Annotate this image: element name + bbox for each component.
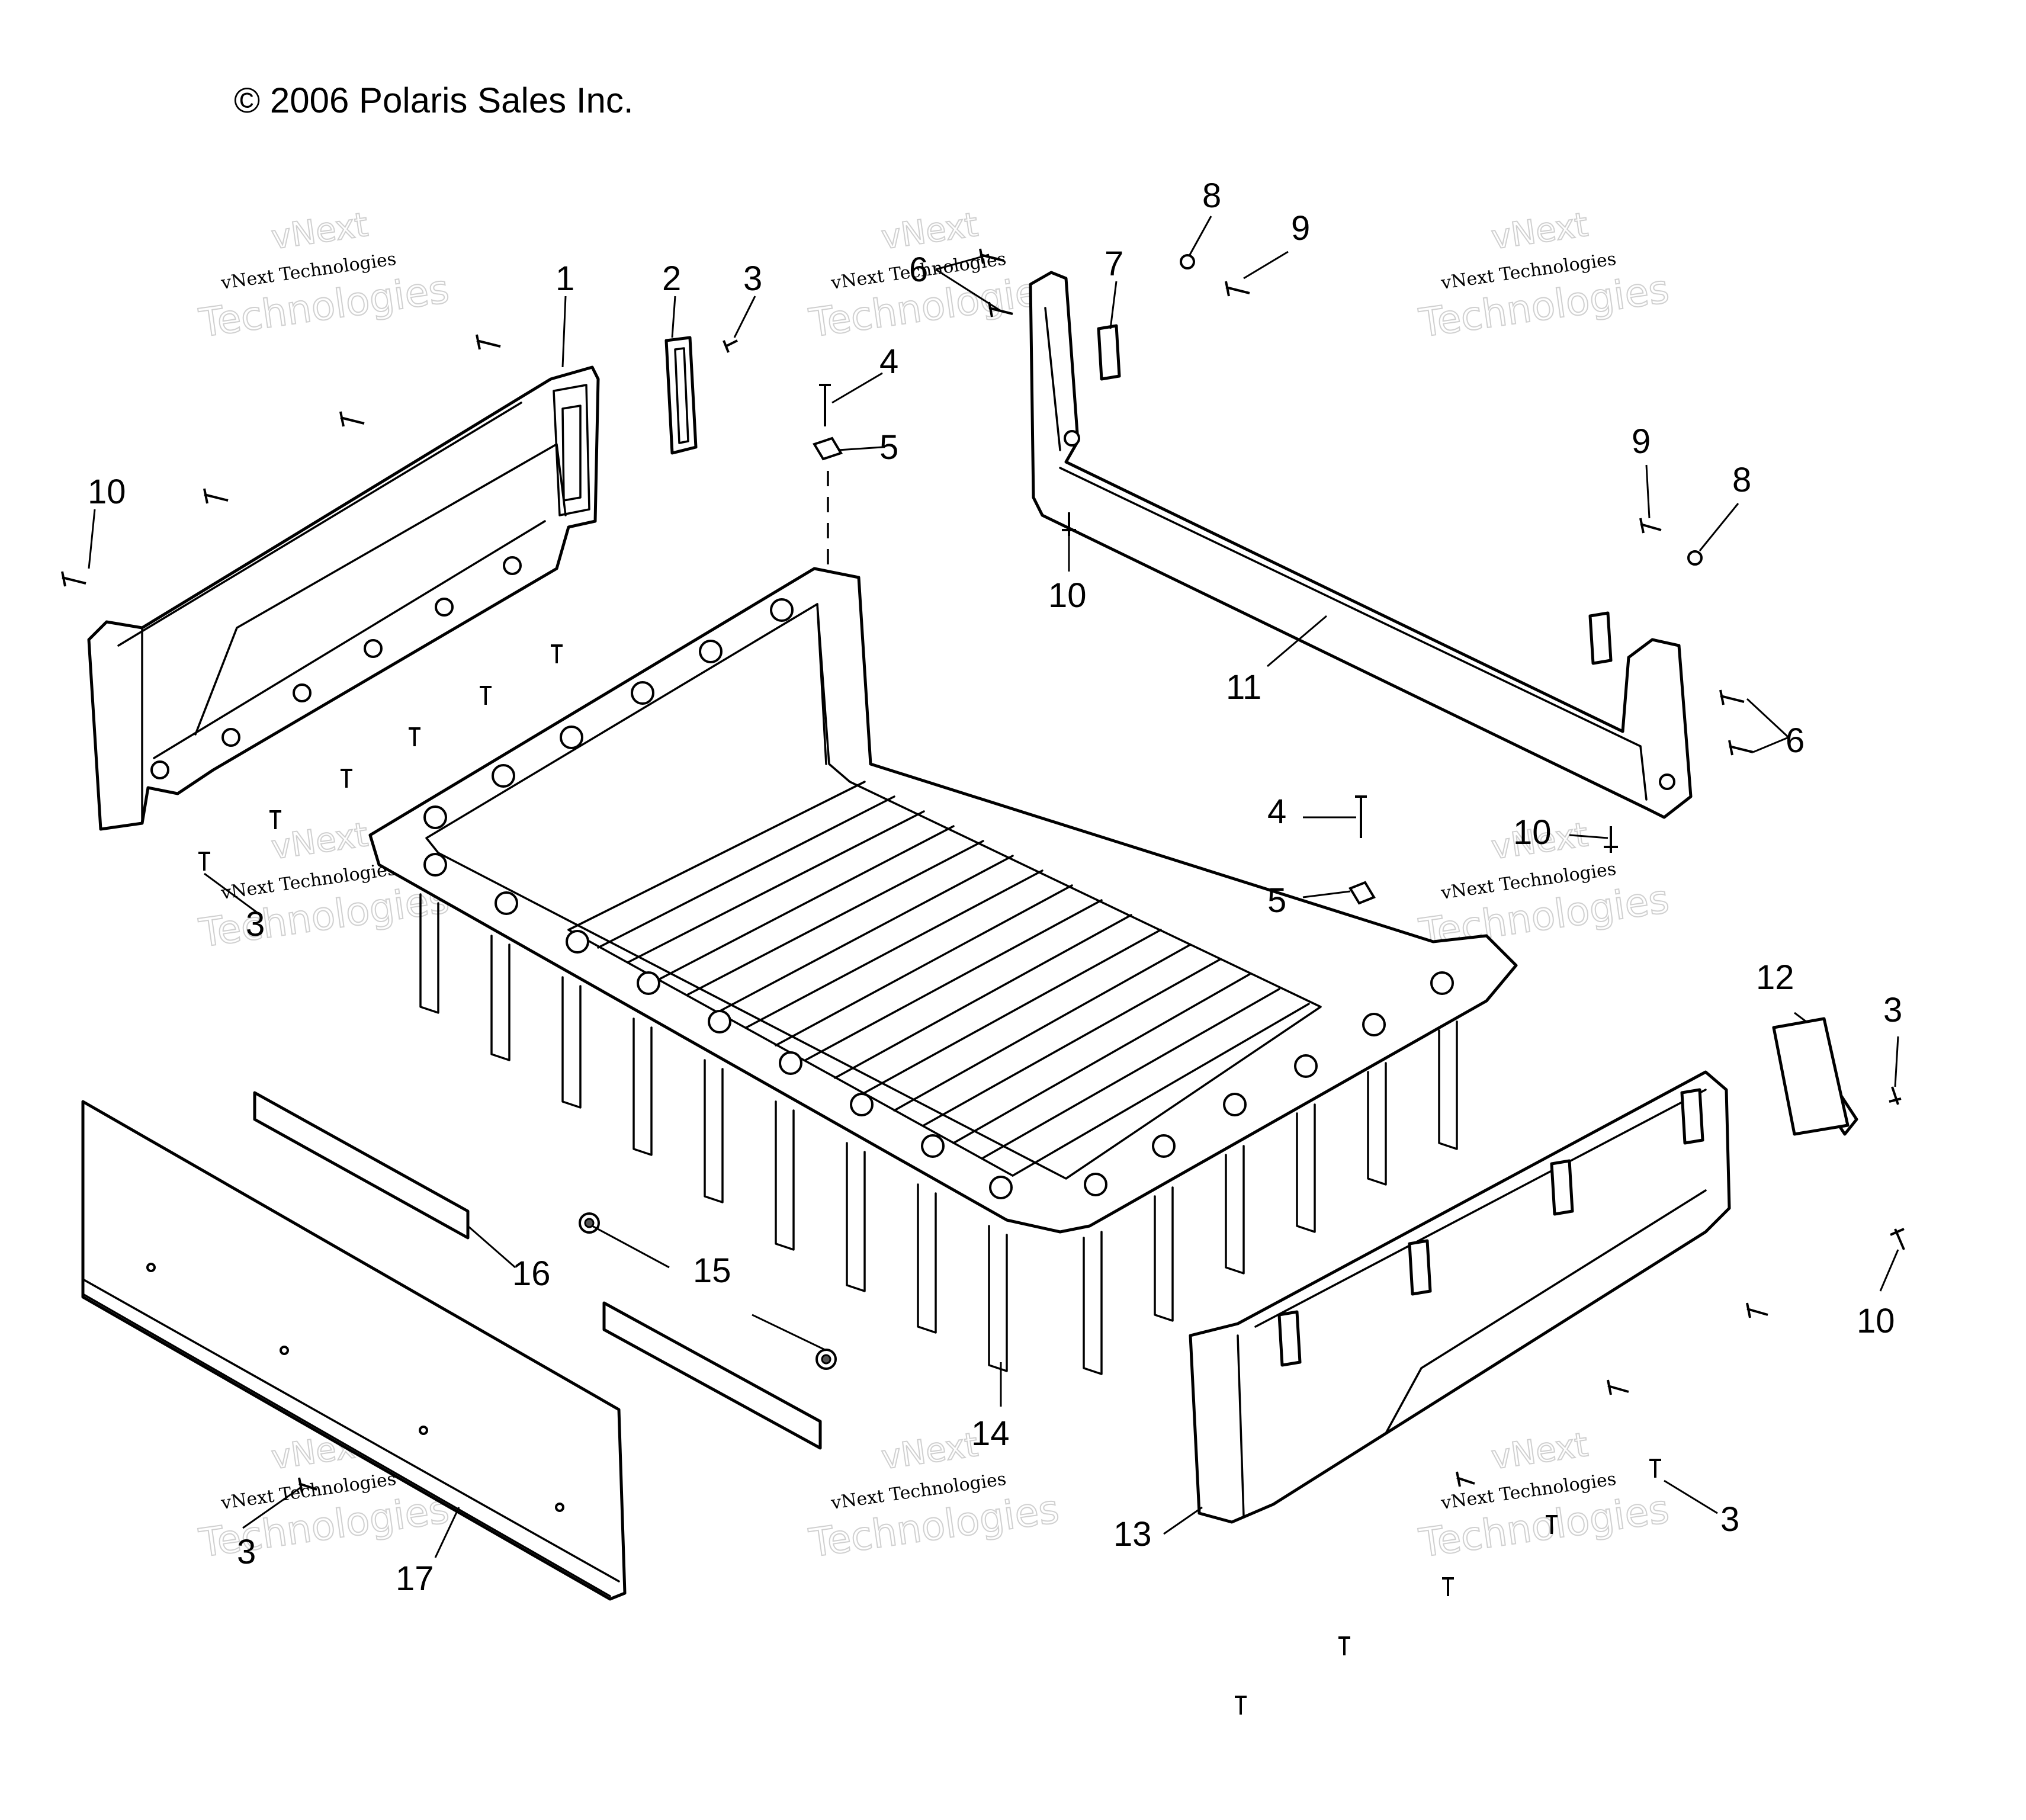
callout-14: 14 <box>971 1414 1010 1453</box>
callout-8: 8 <box>1732 461 1751 499</box>
callout-12: 12 <box>1756 958 1794 997</box>
watermark: vNext vNext Technologies Technologies <box>805 1425 1062 1567</box>
fastener-group <box>61 248 1905 1715</box>
rim-hole <box>850 1093 874 1116</box>
callout-labels: 1 2 3 4 5 6 7 8 9 10 10 9 8 11 6 4 10 5 … <box>88 176 1902 1598</box>
part-12-side-cap <box>1772 1017 1858 1136</box>
watermark: vNext vNext Technologies Technologies <box>1415 205 1672 346</box>
callout-6: 6 <box>1786 721 1805 760</box>
tailgate-hole <box>419 1426 428 1435</box>
part-14-box-tub <box>368 567 1518 1375</box>
callout-17: 17 <box>396 1559 434 1598</box>
rim-hole <box>423 853 447 877</box>
watermark-top: vNext <box>1489 1426 1590 1477</box>
watermark: vNext vNext Technologies Technologies <box>805 205 1062 346</box>
copyright-text: © 2006 Polaris Sales Inc. <box>234 81 634 120</box>
rim-hole <box>637 971 660 995</box>
rim-hole <box>1084 1173 1107 1196</box>
watermark-top: vNext <box>1489 206 1590 257</box>
rim-hole <box>989 1176 1013 1199</box>
callout-7: 7 <box>1104 245 1123 283</box>
part-17-tailgate <box>81 1100 627 1601</box>
callout-3: 3 <box>1883 991 1902 1029</box>
mounting-hole <box>221 728 240 747</box>
part-16-foam-strip <box>253 1091 822 1450</box>
rim-hole <box>1152 1134 1176 1158</box>
callout-9: 9 <box>1632 422 1651 461</box>
part-11-rear-frame <box>1029 271 1693 819</box>
watermark-top: vNext <box>879 206 980 257</box>
mounting-hole <box>150 760 169 779</box>
part-13-right-side-panel <box>1189 1070 1731 1524</box>
callout-10: 10 <box>88 473 126 511</box>
callout-4: 4 <box>879 342 898 381</box>
callout-3: 3 <box>246 905 265 943</box>
watermark: vNext vNext Technologies Technologies <box>195 205 452 346</box>
callout-2: 2 <box>662 259 681 298</box>
leader-lines <box>88 216 1899 1558</box>
rim-hole <box>1362 1013 1386 1036</box>
callout-10: 10 <box>1048 576 1087 615</box>
callout-6: 6 <box>909 251 928 289</box>
rim-hole <box>699 640 723 663</box>
rim-hole <box>566 930 589 954</box>
mounting-hole <box>293 683 312 702</box>
callout-10: 10 <box>1857 1302 1895 1340</box>
frame-hole <box>1659 773 1675 790</box>
callout-5: 5 <box>879 428 898 467</box>
callout-15: 15 <box>693 1251 731 1290</box>
mounting-hole <box>503 556 522 575</box>
callout-3: 3 <box>743 259 762 298</box>
callout-3: 3 <box>1720 1500 1739 1539</box>
callout-11: 11 <box>1226 668 1261 707</box>
rim-hole <box>631 681 654 705</box>
rim-hole <box>1294 1054 1318 1078</box>
callout-16: 16 <box>512 1254 551 1293</box>
part-2-side-cap <box>664 336 698 455</box>
part-15-nut <box>579 1212 837 1370</box>
tailgate-hole <box>555 1503 564 1512</box>
rim-hole <box>1223 1093 1247 1116</box>
callout-10: 10 <box>1513 813 1552 852</box>
rim-hole <box>779 1051 802 1075</box>
rim-hole <box>921 1134 945 1158</box>
part-1-left-side-panel <box>87 365 600 831</box>
callout-8: 8 <box>1202 176 1221 215</box>
watermark-top: vNext <box>269 816 370 867</box>
watermark: vNext vNext Technologies Technologies <box>1415 1425 1672 1567</box>
callout-3: 3 <box>237 1533 256 1571</box>
mounting-hole <box>435 598 454 617</box>
rim-hole <box>492 764 515 788</box>
callout-9: 9 <box>1291 209 1310 248</box>
watermark-top: vNext <box>879 1426 980 1477</box>
callout-4: 4 <box>1267 792 1286 831</box>
tailgate-hole <box>146 1263 156 1272</box>
rim-hole <box>708 1010 731 1033</box>
tailgate-hole <box>280 1346 289 1355</box>
callout-5: 5 <box>1267 881 1286 920</box>
callout-1: 1 <box>556 259 574 298</box>
frame-hole <box>1064 430 1080 447</box>
rim-hole <box>770 598 794 622</box>
rim-hole <box>423 805 447 829</box>
rim-hole <box>1430 971 1454 995</box>
callout-13: 13 <box>1113 1515 1152 1553</box>
watermark-top: vNext <box>269 206 370 257</box>
rim-hole <box>560 726 583 749</box>
mounting-hole <box>364 639 383 658</box>
rim-hole <box>495 891 518 915</box>
